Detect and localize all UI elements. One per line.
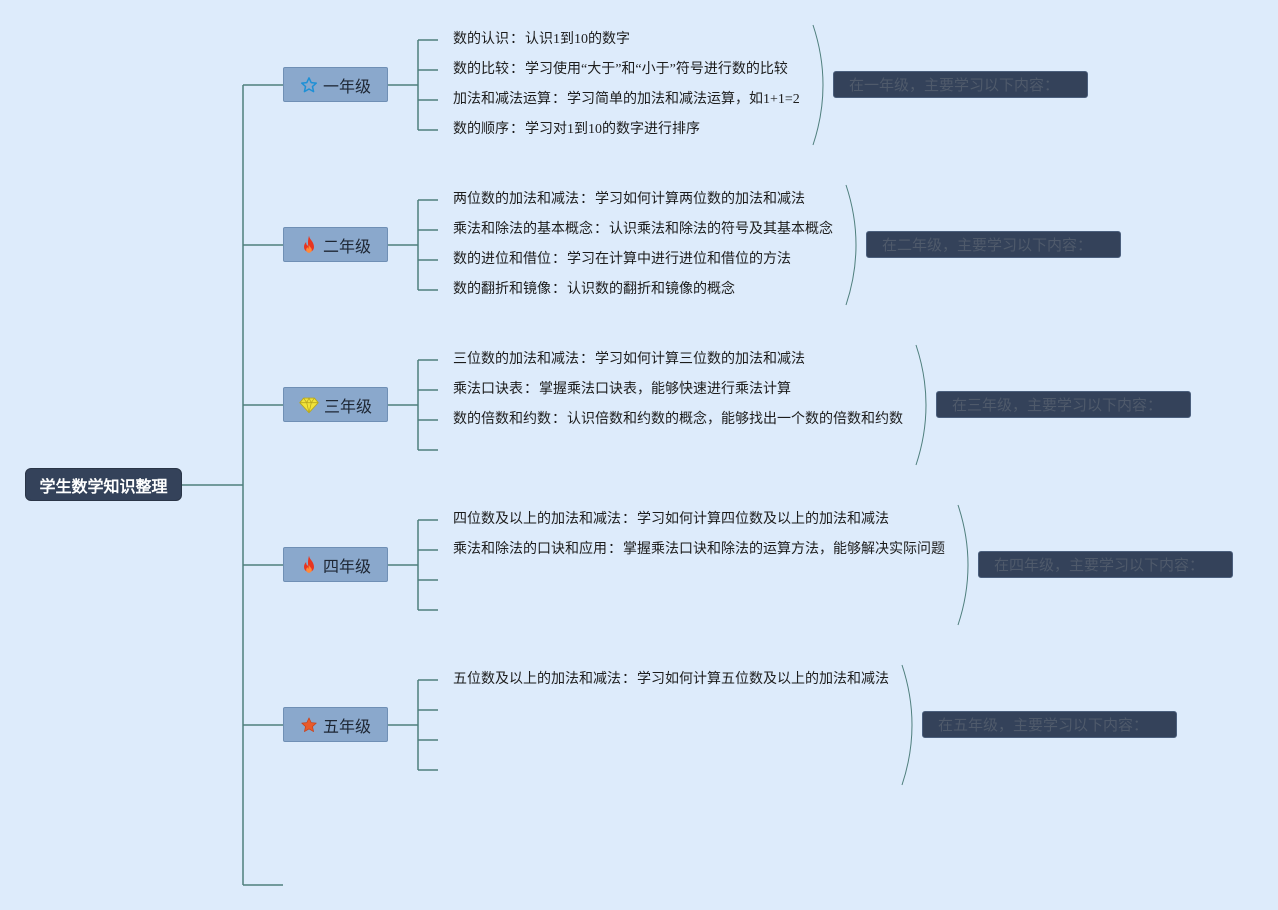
grade-summary[interactable]: 在二年级，主要学习以下内容： — [866, 231, 1121, 258]
item-separator: ： — [580, 192, 594, 207]
item-description: 学习简单的加法和减法运算，如1+1=2 — [567, 92, 800, 107]
root-label: 学生数学知识整理 — [39, 476, 168, 496]
knowledge-item[interactable]: 数的倍数和约数：认识倍数和约数的概念，能够找出一个数的倍数和约数 — [453, 411, 903, 429]
item-title: 五位数及以上的加法和减法 — [453, 672, 621, 687]
knowledge-item[interactable]: 加法和减法运算：学习简单的加法和减法运算，如1+1=2 — [453, 91, 800, 109]
item-separator: ： — [608, 542, 622, 557]
item-title: 数的翻折和镜像 — [453, 282, 551, 297]
summary-brace — [845, 184, 857, 306]
summary-text: 在一年级，主要学习以下内容： — [849, 76, 1060, 94]
grade-topic[interactable]: 五年级 — [283, 707, 388, 742]
item-description: 认识倍数和约数的概念，能够找出一个数的倍数和约数 — [567, 412, 903, 427]
item-separator: ： — [552, 412, 566, 427]
knowledge-item[interactable]: 乘法和除法的口诀和应用：掌握乘法口诀和除法的运算方法，能够解决实际问题 — [453, 541, 945, 559]
knowledge-item[interactable]: 三位数的加法和减法：学习如何计算三位数的加法和减法 — [453, 351, 805, 369]
summary-text: 在四年级，主要学习以下内容： — [994, 556, 1205, 574]
item-title: 数的比较 — [453, 62, 509, 77]
item-description: 学习如何计算四位数及以上的加法和减法 — [637, 512, 889, 527]
item-title: 乘法口诀表 — [453, 382, 523, 397]
item-description: 学习如何计算三位数的加法和减法 — [595, 352, 805, 367]
item-separator: ： — [510, 32, 524, 47]
knowledge-item[interactable]: 五位数及以上的加法和减法：学习如何计算五位数及以上的加法和减法 — [453, 671, 889, 689]
item-description: 认识数的翻折和镜像的概念 — [567, 282, 735, 297]
item-separator: ： — [580, 352, 594, 367]
grade-topic[interactable]: 一年级 — [283, 67, 388, 102]
knowledge-item[interactable]: 两位数的加法和减法：学习如何计算两位数的加法和减法 — [453, 191, 805, 209]
summary-text: 在三年级，主要学习以下内容： — [952, 396, 1163, 414]
item-title: 数的进位和借位 — [453, 252, 551, 267]
root-topic[interactable]: 学生数学知识整理 — [25, 468, 182, 501]
item-description: 认识乘法和除法的符号及其基本概念 — [609, 222, 833, 237]
fire-icon — [300, 235, 318, 255]
grade-summary[interactable]: 在一年级，主要学习以下内容： — [833, 71, 1088, 98]
summary-brace — [812, 24, 824, 146]
item-separator: ： — [510, 122, 524, 137]
grade-label: 二年级 — [322, 236, 371, 256]
knowledge-item[interactable]: 数的进位和借位：学习在计算中进行进位和借位的方法 — [453, 251, 791, 269]
grade-label: 三年级 — [323, 396, 372, 416]
item-title: 四位数及以上的加法和减法 — [453, 512, 621, 527]
item-description: 学习如何计算五位数及以上的加法和减法 — [637, 672, 889, 687]
item-title: 数的认识 — [453, 32, 509, 47]
item-description: 学习在计算中进行进位和借位的方法 — [567, 252, 791, 267]
item-separator: ： — [552, 252, 566, 267]
item-separator: ： — [510, 62, 524, 77]
knowledge-item[interactable]: 数的比较：学习使用“大于”和“小于”符号进行数的比较 — [453, 61, 788, 79]
item-title: 乘法和除法的口诀和应用 — [453, 542, 607, 557]
item-description: 学习使用“大于”和“小于”符号进行数的比较 — [525, 62, 788, 77]
item-separator: ： — [594, 222, 608, 237]
grade-topic[interactable]: 二年级 — [283, 227, 388, 262]
summary-brace — [901, 664, 913, 786]
grade-summary[interactable]: 在三年级，主要学习以下内容： — [936, 391, 1191, 418]
grade-label: 五年级 — [322, 716, 371, 736]
item-description: 学习如何计算两位数的加法和减法 — [595, 192, 805, 207]
item-description: 认识1到10的数字 — [525, 32, 630, 47]
grade-topic[interactable]: 三年级 — [283, 387, 388, 422]
summary-brace — [915, 344, 927, 466]
knowledge-item[interactable]: 数的翻折和镜像：认识数的翻折和镜像的概念 — [453, 281, 735, 299]
star-outline-icon — [300, 76, 318, 94]
summary-text: 在五年级，主要学习以下内容： — [938, 716, 1149, 734]
knowledge-item[interactable]: 乘法和除法的基本概念：认识乘法和除法的符号及其基本概念 — [453, 221, 833, 239]
item-title: 三位数的加法和减法 — [453, 352, 579, 367]
summary-text: 在二年级，主要学习以下内容： — [882, 236, 1093, 254]
fire-icon — [300, 555, 318, 575]
grade-label: 一年级 — [322, 76, 371, 96]
diamond-icon — [299, 396, 319, 414]
item-description: 学习对1到10的数字进行排序 — [525, 122, 700, 137]
item-separator: ： — [622, 512, 636, 527]
knowledge-item[interactable]: 四位数及以上的加法和减法：学习如何计算四位数及以上的加法和减法 — [453, 511, 889, 529]
star-filled-icon — [300, 716, 318, 734]
knowledge-item[interactable]: 数的顺序：学习对1到10的数字进行排序 — [453, 121, 700, 139]
knowledge-item[interactable]: 乘法口诀表：掌握乘法口诀表，能够快速进行乘法计算 — [453, 381, 791, 399]
item-separator: ： — [552, 282, 566, 297]
item-separator: ： — [552, 92, 566, 107]
knowledge-item[interactable]: 数的认识：认识1到10的数字 — [453, 31, 630, 49]
item-title: 数的倍数和约数 — [453, 412, 551, 427]
item-title: 两位数的加法和减法 — [453, 192, 579, 207]
item-title: 数的顺序 — [453, 122, 509, 137]
item-separator: ： — [524, 382, 538, 397]
grade-topic[interactable]: 四年级 — [283, 547, 388, 582]
summary-brace — [957, 504, 969, 626]
grade-summary[interactable]: 在四年级，主要学习以下内容： — [978, 551, 1233, 578]
item-separator: ： — [622, 672, 636, 687]
grade-summary[interactable]: 在五年级，主要学习以下内容： — [922, 711, 1177, 738]
grade-label: 四年级 — [322, 556, 371, 576]
item-description: 掌握乘法口诀和除法的运算方法，能够解决实际问题 — [623, 542, 945, 557]
item-title: 乘法和除法的基本概念 — [453, 222, 593, 237]
item-title: 加法和减法运算 — [453, 92, 551, 107]
item-description: 掌握乘法口诀表，能够快速进行乘法计算 — [539, 382, 791, 397]
